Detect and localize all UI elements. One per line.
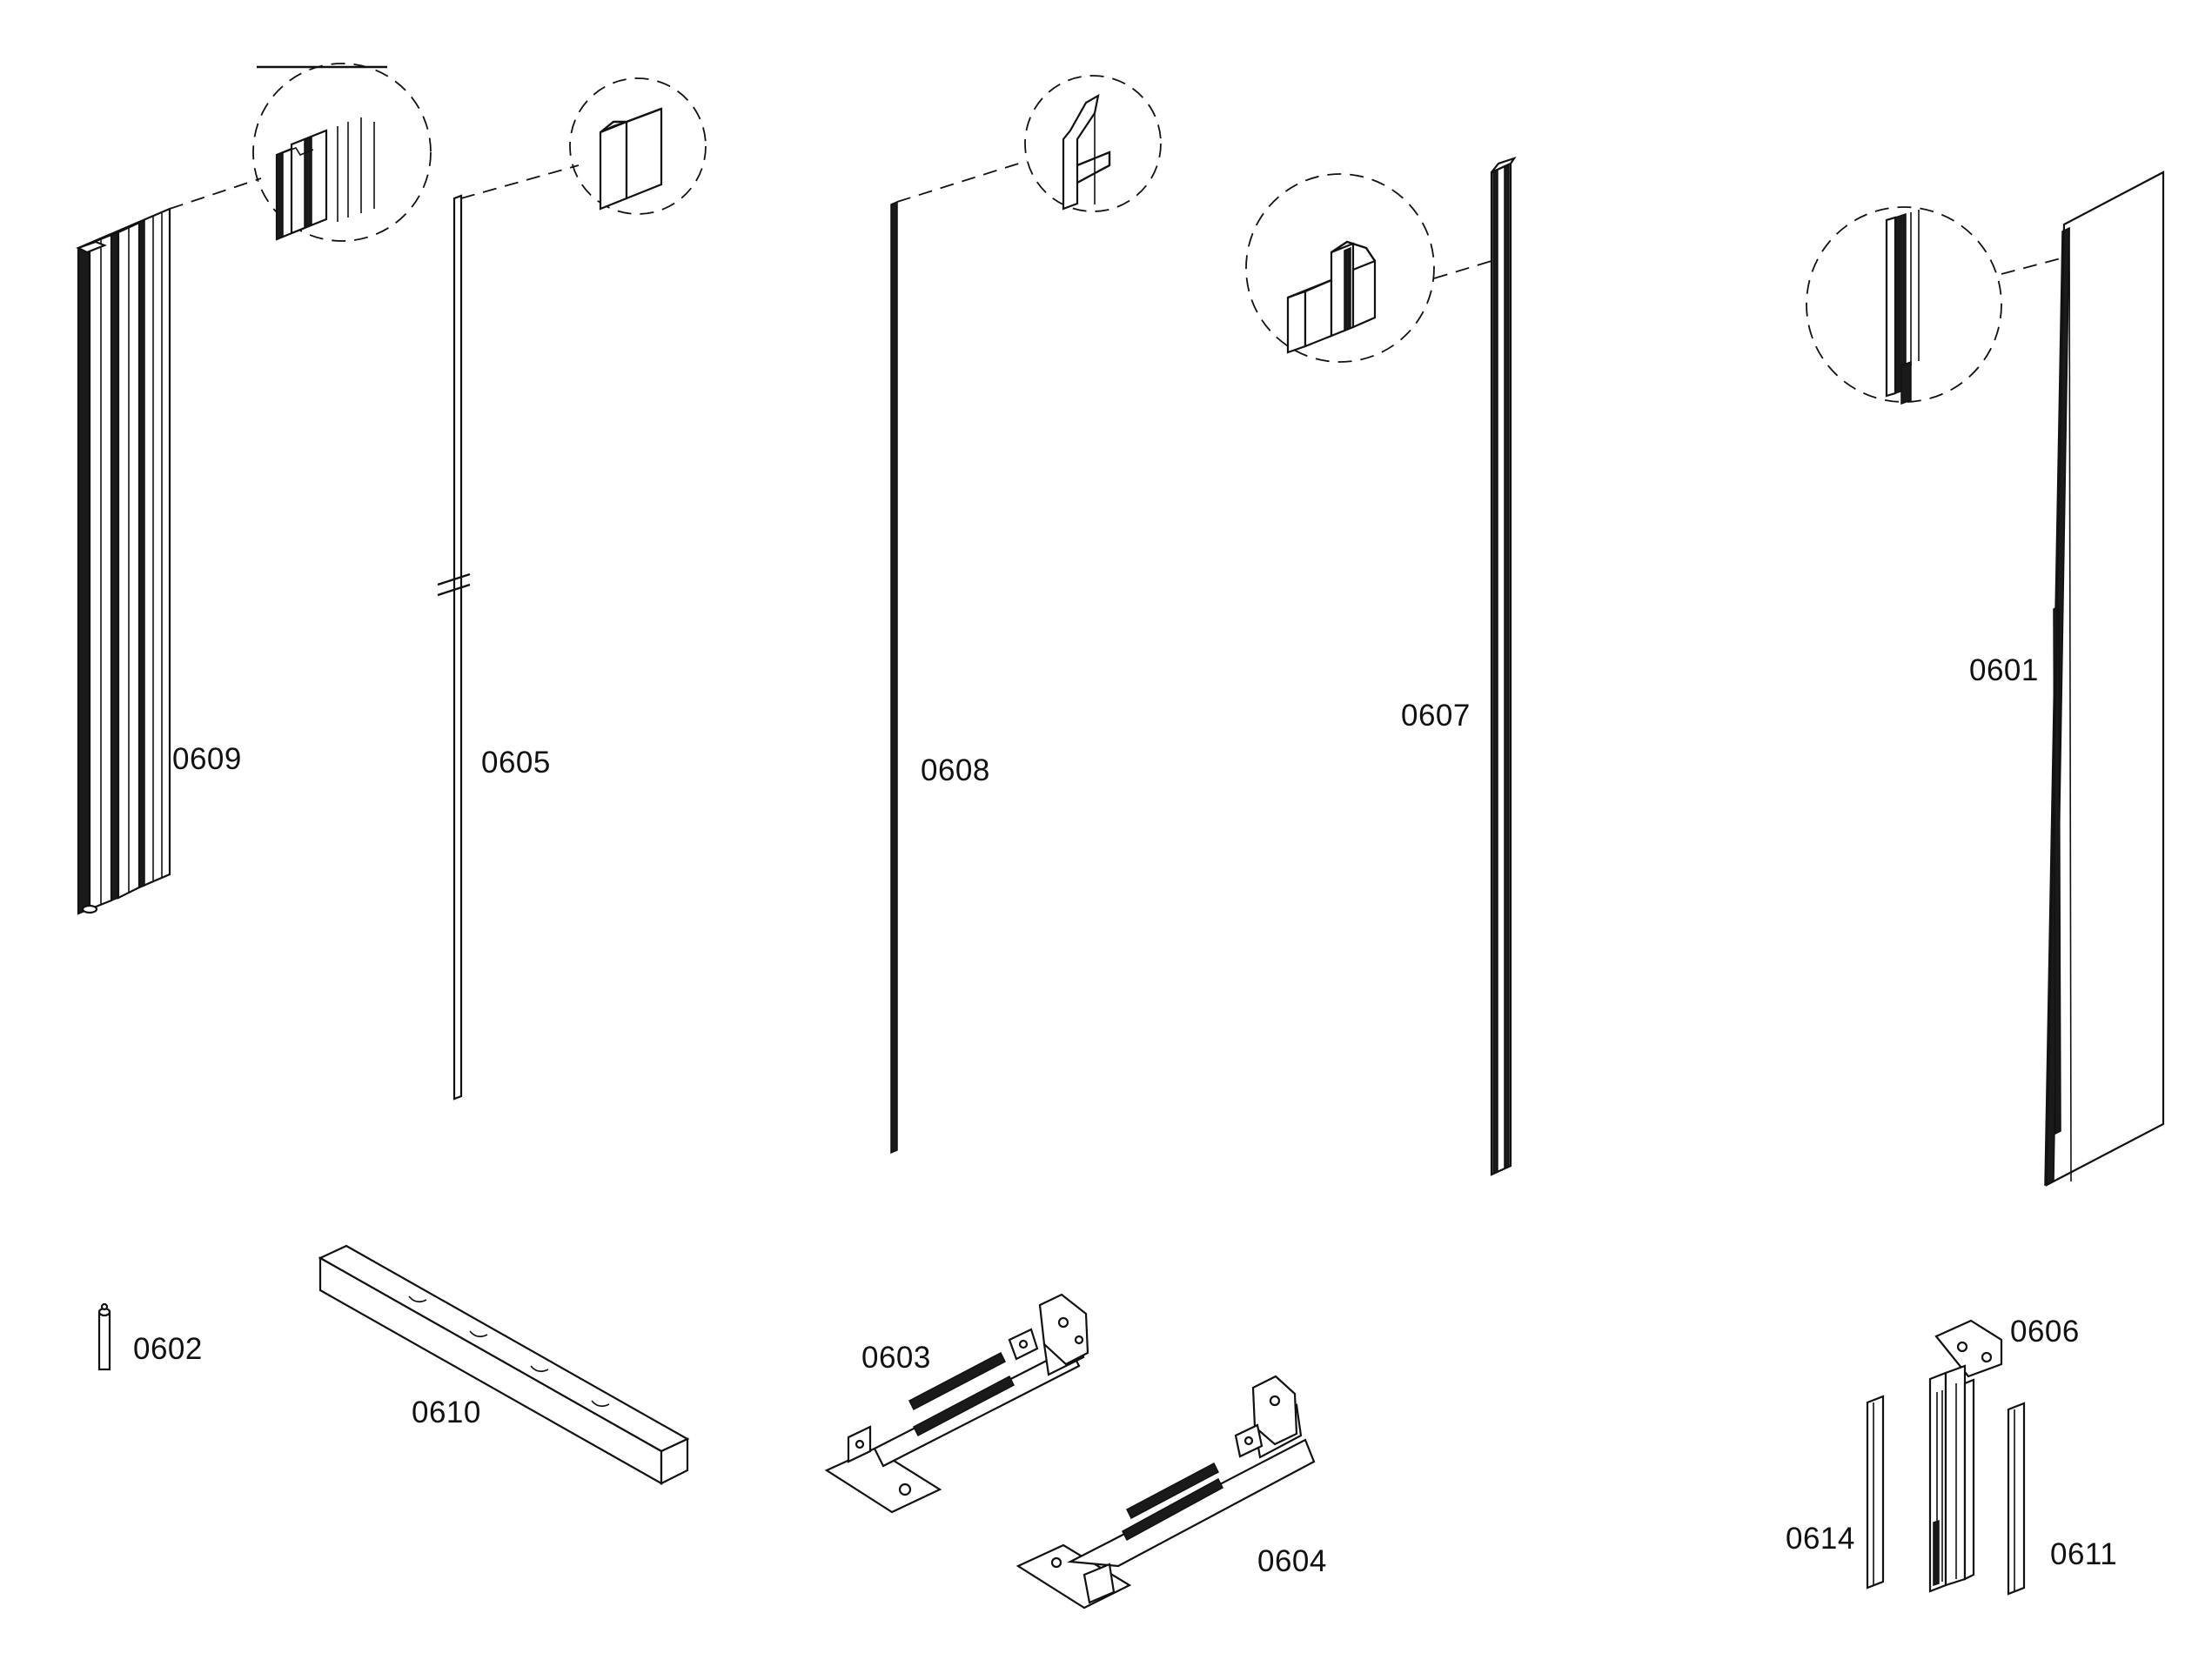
label-0604: 0604 <box>1257 1544 1327 1578</box>
part-0602-pin <box>97 1302 111 1371</box>
label-0607: 0607 <box>1401 699 1471 733</box>
label-0605: 0605 <box>481 746 551 780</box>
detail-bubble-0608 <box>896 75 1162 212</box>
label-0610: 0610 <box>412 1396 481 1429</box>
part-0611-strip <box>2007 1402 2026 1596</box>
detail-bubble-0601 <box>1806 206 2065 405</box>
detail-bubble-0609 <box>169 63 432 242</box>
detail-bubble-0605 <box>460 77 707 215</box>
label-0601: 0601 <box>1969 653 2039 687</box>
label-0606: 0606 <box>2010 1315 2080 1349</box>
label-0611: 0611 <box>2050 1537 2117 1571</box>
part-0609-profile <box>76 207 171 915</box>
part-0601-panel <box>2044 171 2165 1187</box>
label-0608: 0608 <box>921 753 990 787</box>
part-0603-bracket <box>824 1293 1089 1514</box>
label-0603: 0603 <box>861 1341 931 1375</box>
part-0604-bracket <box>1016 1375 1316 1610</box>
part-0614-strip <box>1866 1395 1885 1590</box>
part-0606-assembly <box>1928 1319 2003 1593</box>
part-0610-bar <box>318 1244 690 1485</box>
label-0609: 0609 <box>172 742 242 776</box>
label-0602: 0602 <box>133 1332 203 1366</box>
part-0605-strip <box>437 194 471 1101</box>
part-0608-strip <box>890 200 898 1155</box>
part-0607-channel <box>1490 156 1517 1176</box>
label-0614: 0614 <box>1786 1522 1855 1556</box>
detail-bubble-0607 <box>1245 173 1492 363</box>
